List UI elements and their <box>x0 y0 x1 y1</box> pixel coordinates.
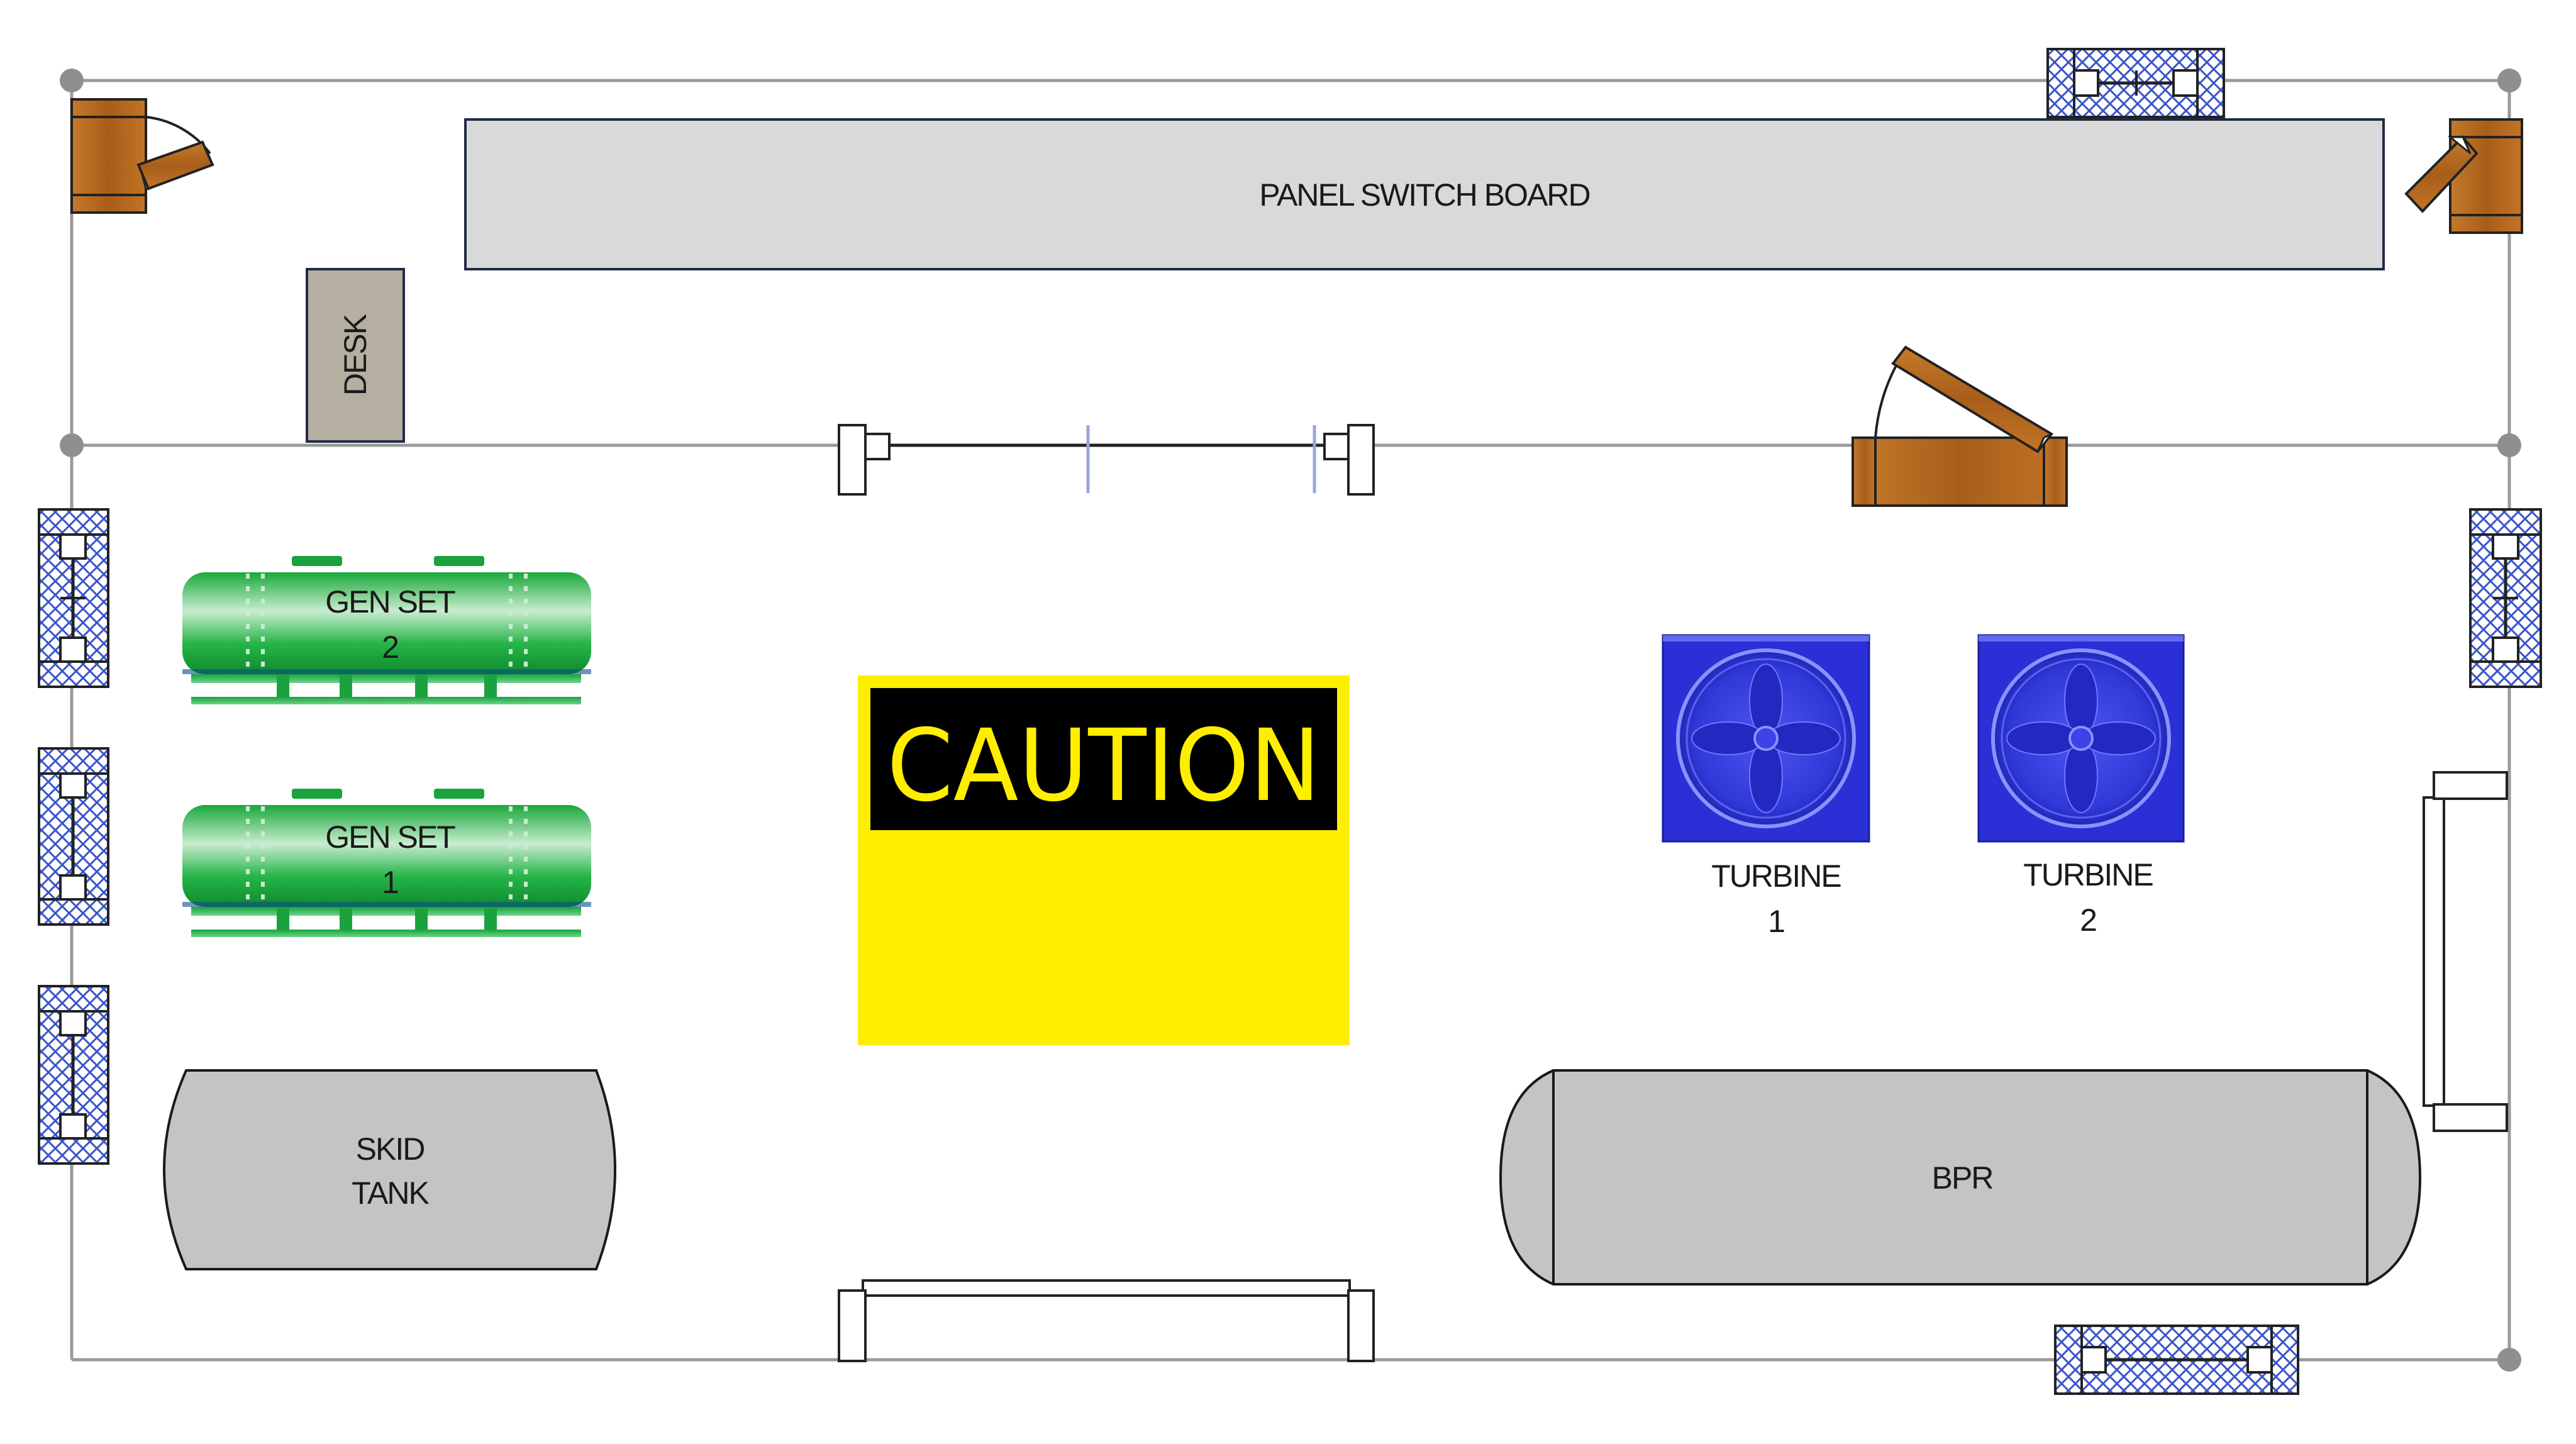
gen2-label-line2: 2 <box>382 630 398 665</box>
caution-sign[interactable]: CAUTION <box>858 675 1350 1045</box>
turbine1-label-line1: TURBINE <box>1711 858 1841 894</box>
turbine-fan-icon <box>1977 634 2185 843</box>
gen2-label-line1: GEN SET <box>325 584 455 619</box>
bpr-tank[interactable]: BPR <box>1499 1069 2422 1286</box>
turbine-2[interactable]: TURBINE 2 <box>1977 634 2185 938</box>
skid-label-line1: SKID <box>356 1131 425 1167</box>
panel-label: PANEL SWITCH BOARD <box>1259 177 1589 213</box>
wall-corner-nodes <box>60 69 2521 1372</box>
bpr-label: BPR <box>1932 1160 1993 1196</box>
generator-icon <box>182 789 591 937</box>
caution-sign-icon <box>858 675 1350 1045</box>
window-top[interactable] <box>2046 48 2225 118</box>
window-bottom[interactable] <box>2054 1325 2299 1395</box>
panel-switch-board[interactable]: PANEL SWITCH BOARD <box>464 118 2385 270</box>
door-middle-wall[interactable] <box>1852 345 2068 507</box>
skid-label-line2: TANK <box>352 1175 429 1211</box>
turbine1-label-line2: 1 <box>1768 904 1784 939</box>
desk-label: DESK <box>338 314 373 396</box>
turbine2-label-line2: 2 <box>2080 903 2096 938</box>
turbine-1[interactable]: TURBINE 1 <box>1662 634 1870 939</box>
door-top-left[interactable] <box>70 98 214 214</box>
window-right[interactable] <box>2469 508 2542 688</box>
window-left-1[interactable] <box>38 508 109 688</box>
skid-tank[interactable]: SKID TANK <box>163 1069 616 1270</box>
door-top-right[interactable] <box>2404 118 2523 234</box>
sliding-door-middle[interactable] <box>838 424 1375 496</box>
window-left-2[interactable] <box>38 747 109 926</box>
desk[interactable]: DESK <box>306 268 405 443</box>
gen1-label-line1: GEN SET <box>325 819 455 855</box>
generator-set-2[interactable]: GEN SET 2 <box>182 556 591 704</box>
gen1-label-line2: 1 <box>382 865 398 900</box>
turbine-fan-icon <box>1662 634 1870 843</box>
window-left-3[interactable] <box>38 985 109 1165</box>
opening-right[interactable] <box>2423 771 2508 1132</box>
generator-icon <box>182 556 591 704</box>
opening-bottom[interactable] <box>838 1279 1375 1362</box>
generator-set-1[interactable]: GEN SET 1 <box>182 789 591 937</box>
turbine2-label-line1: TURBINE <box>2023 857 2153 892</box>
caution-label: CAUTION <box>887 708 1321 824</box>
